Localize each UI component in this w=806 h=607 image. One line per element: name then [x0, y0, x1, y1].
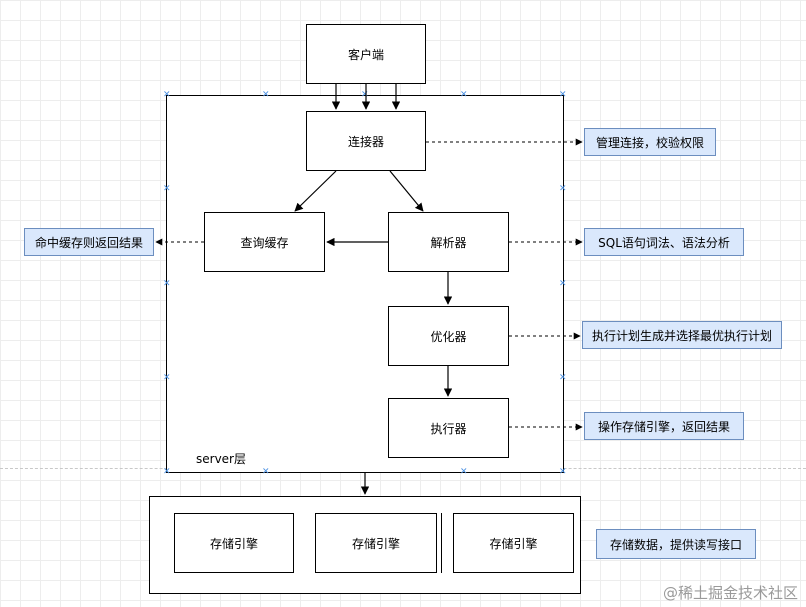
selection-marker-icon: ✕ — [460, 90, 468, 100]
selection-marker-icon: ✕ — [559, 90, 567, 100]
parser-annotation[interactable]: SQL语句词法、语法分析 — [584, 228, 744, 256]
selection-marker-icon: ✕ — [262, 90, 270, 100]
selection-marker-icon: ✕ — [361, 90, 369, 100]
parser-node[interactable]: 解析器 — [388, 212, 509, 272]
selection-marker-icon: ✕ — [559, 279, 567, 289]
selection-marker-icon: ✕ — [559, 373, 567, 383]
selection-marker-icon: ✕ — [163, 184, 171, 194]
query-cache-node[interactable]: 查询缓存 — [204, 212, 325, 272]
selection-marker-icon: ✕ — [163, 373, 171, 383]
selection-marker-icon: ✕ — [163, 279, 171, 289]
executor-annotation[interactable]: 操作存储引擎，返回结果 — [584, 412, 744, 440]
selection-marker-icon: ✕ — [559, 467, 567, 477]
selection-marker-icon: ✕ — [163, 90, 171, 100]
connector-annotation[interactable]: 管理连接，校验权限 — [584, 128, 716, 156]
watermark: @稀土掘金技术社区 — [662, 584, 798, 602]
storage-engine-node[interactable]: 存储引擎 — [453, 513, 574, 573]
selection-marker-icon: ✕ — [262, 467, 270, 477]
connector-node[interactable]: 连接器 — [306, 111, 426, 171]
executor-node[interactable]: 执行器 — [388, 398, 509, 458]
selection-marker-icon: ✕ — [460, 467, 468, 477]
storage-annotation[interactable]: 存储数据，提供读写接口 — [596, 529, 756, 559]
storage-engine-node[interactable]: 存储引擎 — [315, 513, 437, 573]
selection-marker-icon: ✕ — [559, 184, 567, 194]
client-node[interactable]: 客户端 — [306, 24, 426, 84]
cache-annotation[interactable]: 命中缓存则返回结果 — [24, 228, 154, 256]
selection-marker-icon: ✕ — [163, 467, 171, 477]
optimizer-node[interactable]: 优化器 — [388, 306, 509, 366]
optimizer-annotation[interactable]: 执行计划生成并选择最优执行计划 — [582, 321, 782, 349]
server-layer-label: server层 — [196, 452, 246, 466]
storage-engine-node[interactable]: 存储引擎 — [174, 513, 294, 573]
